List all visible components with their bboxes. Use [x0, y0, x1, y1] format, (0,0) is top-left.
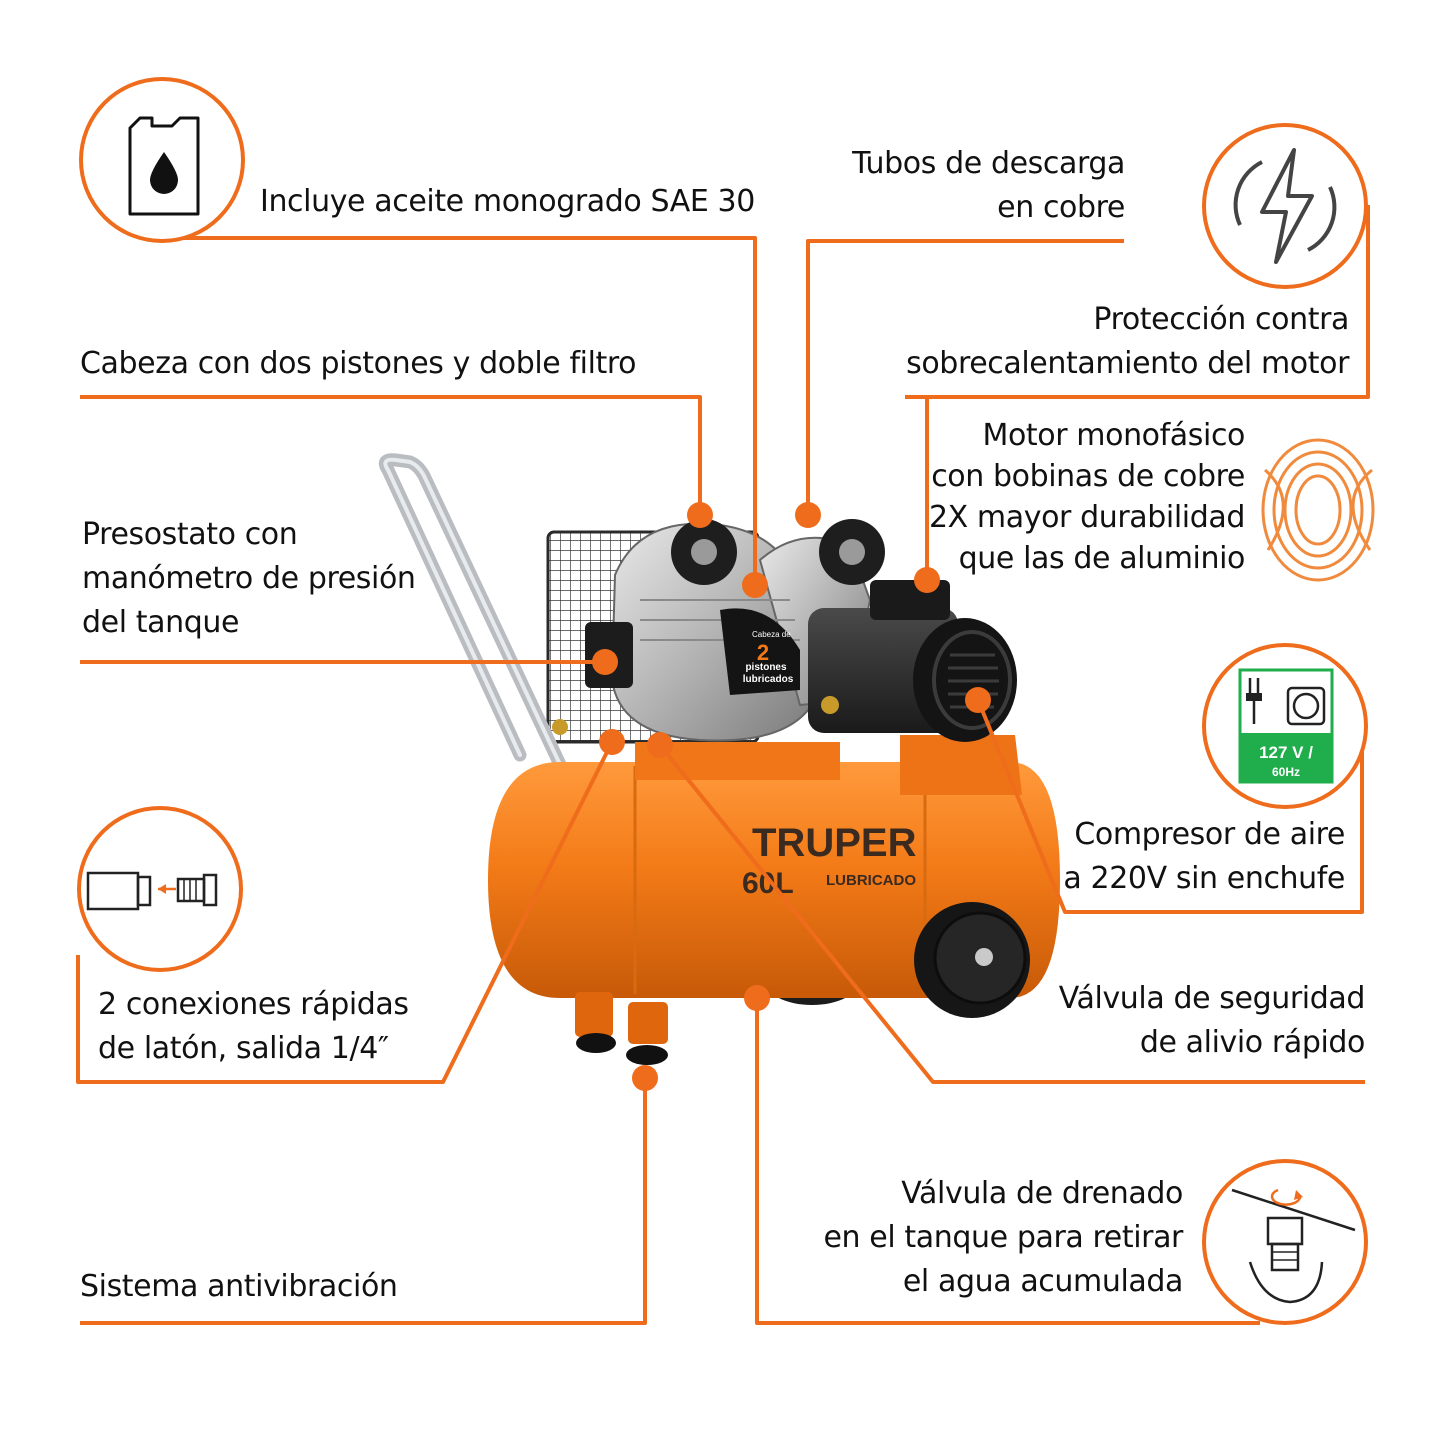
label-line: Protección contra: [1093, 302, 1349, 337]
tank-foot: [628, 1002, 668, 1044]
drain-valve-icon: [1202, 1159, 1368, 1325]
label-tubes: Tubos de descarga en cobre: [852, 142, 1125, 230]
tank-foot: [575, 992, 613, 1037]
quick-coupler-icon: [77, 806, 243, 972]
label-motor: Motor monofásico con bobinas de cobre 2X…: [929, 415, 1245, 579]
tank: [488, 762, 1060, 998]
label-line: Presostato con: [82, 517, 298, 552]
oil-jug-icon: [79, 77, 245, 243]
head-badge-line: Cabeza de: [752, 630, 791, 639]
label-oil: Incluye aceite monogrado SAE 30: [260, 180, 755, 224]
label-line: Motor monofásico: [982, 418, 1245, 453]
leader-antivib: [80, 1078, 647, 1325]
leader-voltage: [976, 699, 1364, 914]
label-line: manómetro de presión: [82, 561, 416, 596]
label-line: sobrecalentamiento del motor: [906, 346, 1349, 381]
leader-couplers: [76, 741, 614, 1084]
leader-drain: [755, 998, 1260, 1325]
plug-outlet-icon: [1202, 643, 1368, 809]
label-line: con bobinas de cobre: [931, 459, 1245, 494]
label-line: que las de aluminio: [958, 541, 1246, 576]
leader-oil: [180, 236, 757, 585]
leader-thermal: [905, 205, 1370, 399]
label-line: de latón, salida 1/4″: [98, 1031, 389, 1066]
brand-logo: TRUPER: [752, 821, 917, 865]
label-antivib: Sistema antivibración: [80, 1265, 398, 1309]
head-badge-number: 2: [757, 640, 769, 665]
label-safety: Válvula de seguridad de alivio rápido: [1058, 977, 1366, 1065]
leader-lines: [76, 205, 1370, 1325]
label-voltage: Compresor de aire a 220V sin enchufe: [1063, 813, 1345, 901]
voltage-badge: 127 V /: [1259, 743, 1313, 762]
tank-type: LUBRICADO: [826, 872, 916, 889]
copper-coil-icon: [1261, 438, 1375, 582]
label-line: 2X mayor durabilidad: [928, 500, 1245, 535]
label-line: Válvula de drenado: [901, 1176, 1183, 1211]
leader-dots: [592, 502, 991, 1091]
label-pressure: Presostato con manómetro de presión del …: [82, 513, 416, 645]
label-line: Sistema antivibración: [80, 1269, 398, 1304]
label-head: Cabeza con dos pistones y doble filtro: [80, 342, 637, 386]
label-line: 2 conexiones rápidas: [98, 987, 409, 1022]
label-couplers: 2 conexiones rápidas de latón, salida 1/…: [98, 983, 409, 1071]
label-line: Válvula de seguridad: [1058, 981, 1366, 1016]
tank-capacity: 60L: [742, 867, 794, 900]
label-line: el agua acumulada: [902, 1264, 1184, 1299]
label-line: Incluye aceite monogrado SAE 30: [260, 184, 755, 219]
frequency-badge: 60Hz: [1272, 765, 1300, 779]
label-line: en el tanque para retirar: [823, 1220, 1183, 1255]
head-badge-line: lubricados: [743, 674, 794, 685]
label-line: Tubos de descarga: [852, 146, 1125, 181]
label-line: en cobre: [997, 190, 1125, 225]
leader-head: [80, 395, 702, 515]
thermal-protection-icon: [1202, 123, 1368, 289]
label-line: del tanque: [82, 605, 240, 640]
label-line: Compresor de aire: [1074, 817, 1345, 852]
base-plate: [635, 742, 840, 780]
head-badge-line: pistones: [745, 662, 787, 673]
label-drain: Válvula de drenado en el tanque para ret…: [823, 1172, 1183, 1304]
label-line: a 220V sin enchufe: [1063, 861, 1345, 896]
label-line: Cabeza con dos pistones y doble filtro: [80, 346, 637, 381]
label-thermal: Protección contra sobrecalentamiento del…: [906, 298, 1349, 386]
leader-safety: [658, 743, 1365, 1084]
compressor-illustration: [378, 453, 1060, 1065]
label-line: de alivio rápido: [1139, 1025, 1366, 1060]
leader-tubes: [806, 239, 1124, 515]
head-badge: [720, 608, 800, 695]
